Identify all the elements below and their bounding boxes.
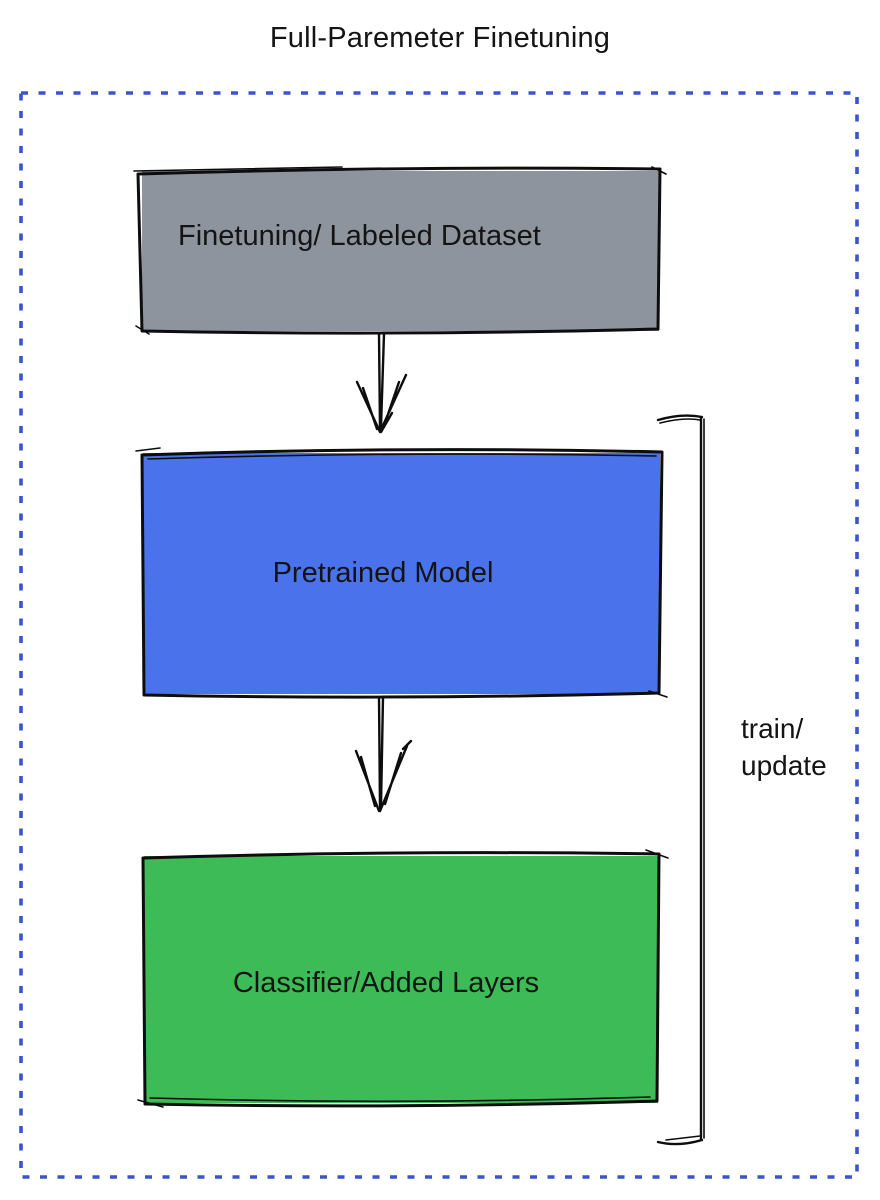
dataset-box-fill — [142, 171, 659, 331]
dataset-box-sketch-accents — [133, 166, 667, 335]
diagram-title: Full-Paremeter Finetuning — [270, 22, 610, 54]
dataset-box-label: Finetuning/ Labeled Dataset — [178, 220, 541, 252]
dataset-box-border — [136, 166, 662, 335]
classifier-box-sketch-accents — [137, 849, 669, 1108]
arrow-pretrained-to-classifier — [354, 695, 413, 813]
dataset-box: Finetuning/ Labeled Dataset — [133, 166, 667, 335]
bracket-line-double-stroke — [659, 418, 705, 1141]
bracket-label-line2: update — [741, 750, 827, 781]
pretrained-model-box: Pretrained Model — [135, 447, 668, 699]
pretrained-box-sketch-accents — [135, 447, 668, 698]
train-update-bracket: train/ update — [656, 414, 827, 1146]
classifier-box-label: Classifier/Added Layers — [233, 967, 539, 999]
arrow-shaft — [377, 332, 386, 431]
pretrained-box-border — [140, 448, 664, 699]
pretrained-box-fill — [143, 453, 660, 694]
classifier-box-fill — [144, 856, 658, 1103]
arrow-shaft — [377, 695, 385, 811]
bracket-label-line1: train/ — [741, 713, 803, 744]
pretrained-box-label: Pretrained Model — [273, 557, 494, 589]
classifier-box: Classifier/Added Layers — [137, 849, 669, 1108]
bracket-line — [656, 414, 704, 1146]
classifier-box-border — [141, 851, 661, 1108]
arrow-dataset-to-pretrained — [355, 332, 408, 434]
arrow-head — [354, 739, 413, 813]
arrow-head — [355, 373, 408, 434]
